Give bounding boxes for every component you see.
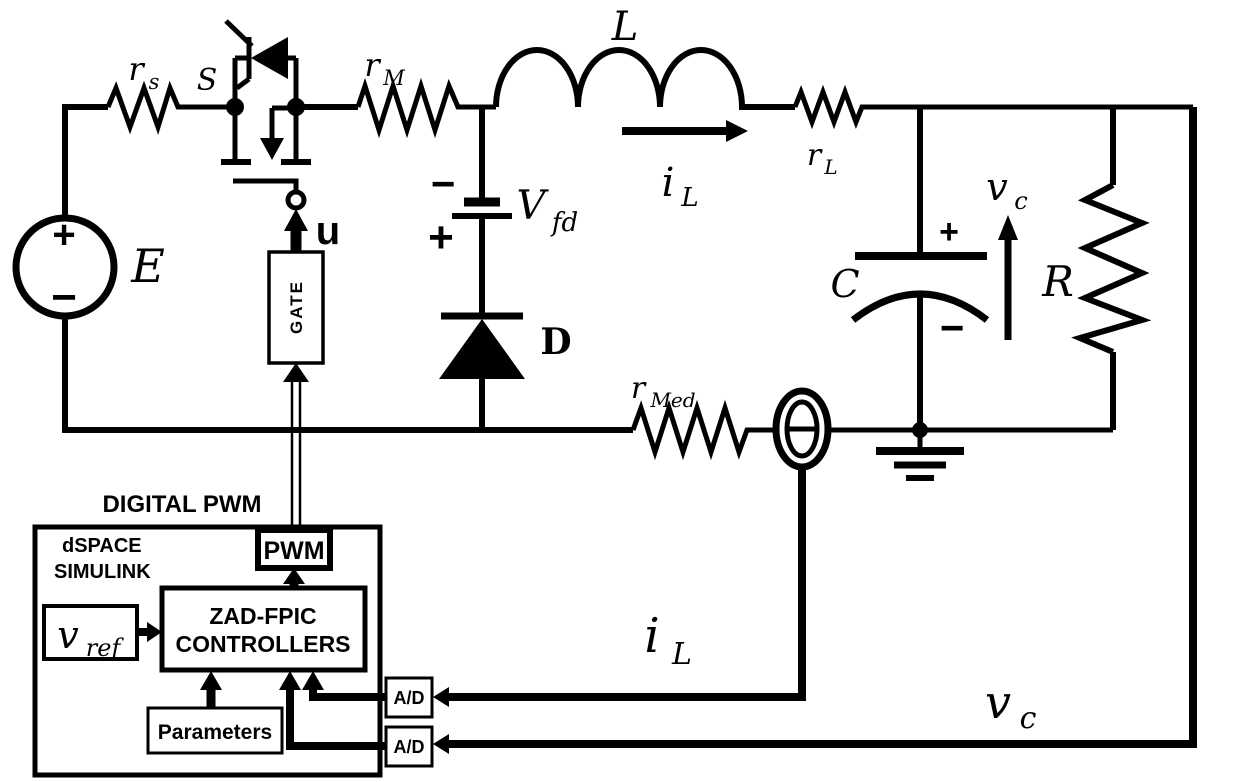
resistor-rl [792,84,1193,130]
rmed-sub: Med [649,388,695,412]
il-sub: L [680,183,698,213]
resistor-rmed [630,399,1113,461]
il-feedback-line [447,466,806,701]
channel-arrow-head [260,138,284,160]
feedback-current-base: i [644,608,659,664]
load-resistor-label: R [1041,257,1074,306]
il-arrow-head [433,687,449,707]
gate-box-label: GATE [287,280,306,334]
rs-sub: s [149,70,160,94]
cap-plus-sign: + [939,213,959,251]
mosfet-switch [221,19,311,211]
zad-fpic-box [159,585,368,673]
adc-voltage-label: A/D [394,737,425,757]
body-diode-triangle [251,37,288,79]
rm-sub: M [382,66,405,90]
resistor-rm [355,77,496,139]
zad-fpic-line2: CONTROLLERS [175,631,350,657]
resistor-load [1071,182,1152,355]
diode-label: D [540,321,571,363]
circuit-wires [12,47,1193,481]
vc-feedback-line [447,107,1197,748]
platform-line1: dSPACE [62,535,142,557]
vc-base: v [986,165,1008,209]
inductor-label: L [611,4,639,50]
parameters-box [146,706,284,755]
zad-to-pwm-arrow [283,568,305,584]
vref-box [42,604,139,661]
rl-base: r [807,138,823,173]
adc-current-box [384,676,434,719]
wire-bottom-left [62,316,633,433]
adc-current-label: A/D [394,688,425,708]
u-signal-label: u [316,209,340,253]
il-base: i [662,160,675,206]
adc1-to-zad-arrow [302,671,324,690]
pwm-box [255,527,333,571]
rm-base: r [364,46,381,84]
vfd-sub: fd [550,208,578,238]
adc2-to-zad-line [286,690,385,750]
pwm-to-gate-arrow-head [283,363,309,382]
vref-sub: ref [86,634,125,662]
cap-minus-sign: − [940,304,965,351]
pwm-box-label: PWM [263,537,324,565]
inductor-coil [493,47,795,110]
zad-fpic-line1: ZAD-FPIC [209,603,316,629]
feedback-voltage-sub: c [1020,701,1037,736]
source-label: E [130,239,165,293]
adc2-to-zad-arrow [279,671,301,690]
circuit-labels: r s S r M L i L r L − V fd + D C + − v c… [51,4,1074,736]
gate-driver: GATE u [267,209,340,531]
switch-node-label: S [197,63,218,98]
platform-line2: SIMULINK [54,561,151,583]
vfd-minus-sign: − [431,160,456,207]
source-plus-sign: + [52,213,75,257]
parameters-label: Parameters [158,721,272,744]
vfd-base: V [517,183,550,229]
digital-pwm-block: DIGITAL PWM dSPACE SIMULINK PWM ZAD-FPIC… [32,491,434,778]
vfd-plus-sign: + [428,213,454,262]
source-minus-sign: − [51,273,77,322]
feedback-lines [433,107,1197,754]
resistor-rs [105,80,235,135]
vc-sub: c [1014,187,1027,215]
vc-arrow-head-up [998,215,1018,240]
capacitor-label: C [830,262,859,306]
rs-base: r [128,50,145,88]
adc-voltage-box [384,725,434,768]
switch-blade [224,19,254,48]
il-arrow-head [726,120,748,142]
vref-arrow-head [147,622,162,642]
current-sensor [772,387,832,471]
parameters-arrow-head [200,671,222,690]
rl-sub: L [823,155,837,179]
feedback-current-sub: L [671,637,692,672]
feedback-voltage-base: v [985,675,1011,729]
u-arrow-head [284,209,308,231]
rmed-base: r [631,371,647,406]
digital-pwm-title: DIGITAL PWM [102,491,261,518]
diode-triangle [439,319,525,379]
gate-box [267,250,325,365]
adc1-to-zad-line [309,690,385,701]
body-diode-bend [235,77,251,90]
gate-lead [233,178,299,191]
wire-top-left [62,104,108,218]
gate-terminal-circle [285,189,307,211]
vc-arrow-head [433,734,449,754]
vref-base: v [57,613,79,657]
